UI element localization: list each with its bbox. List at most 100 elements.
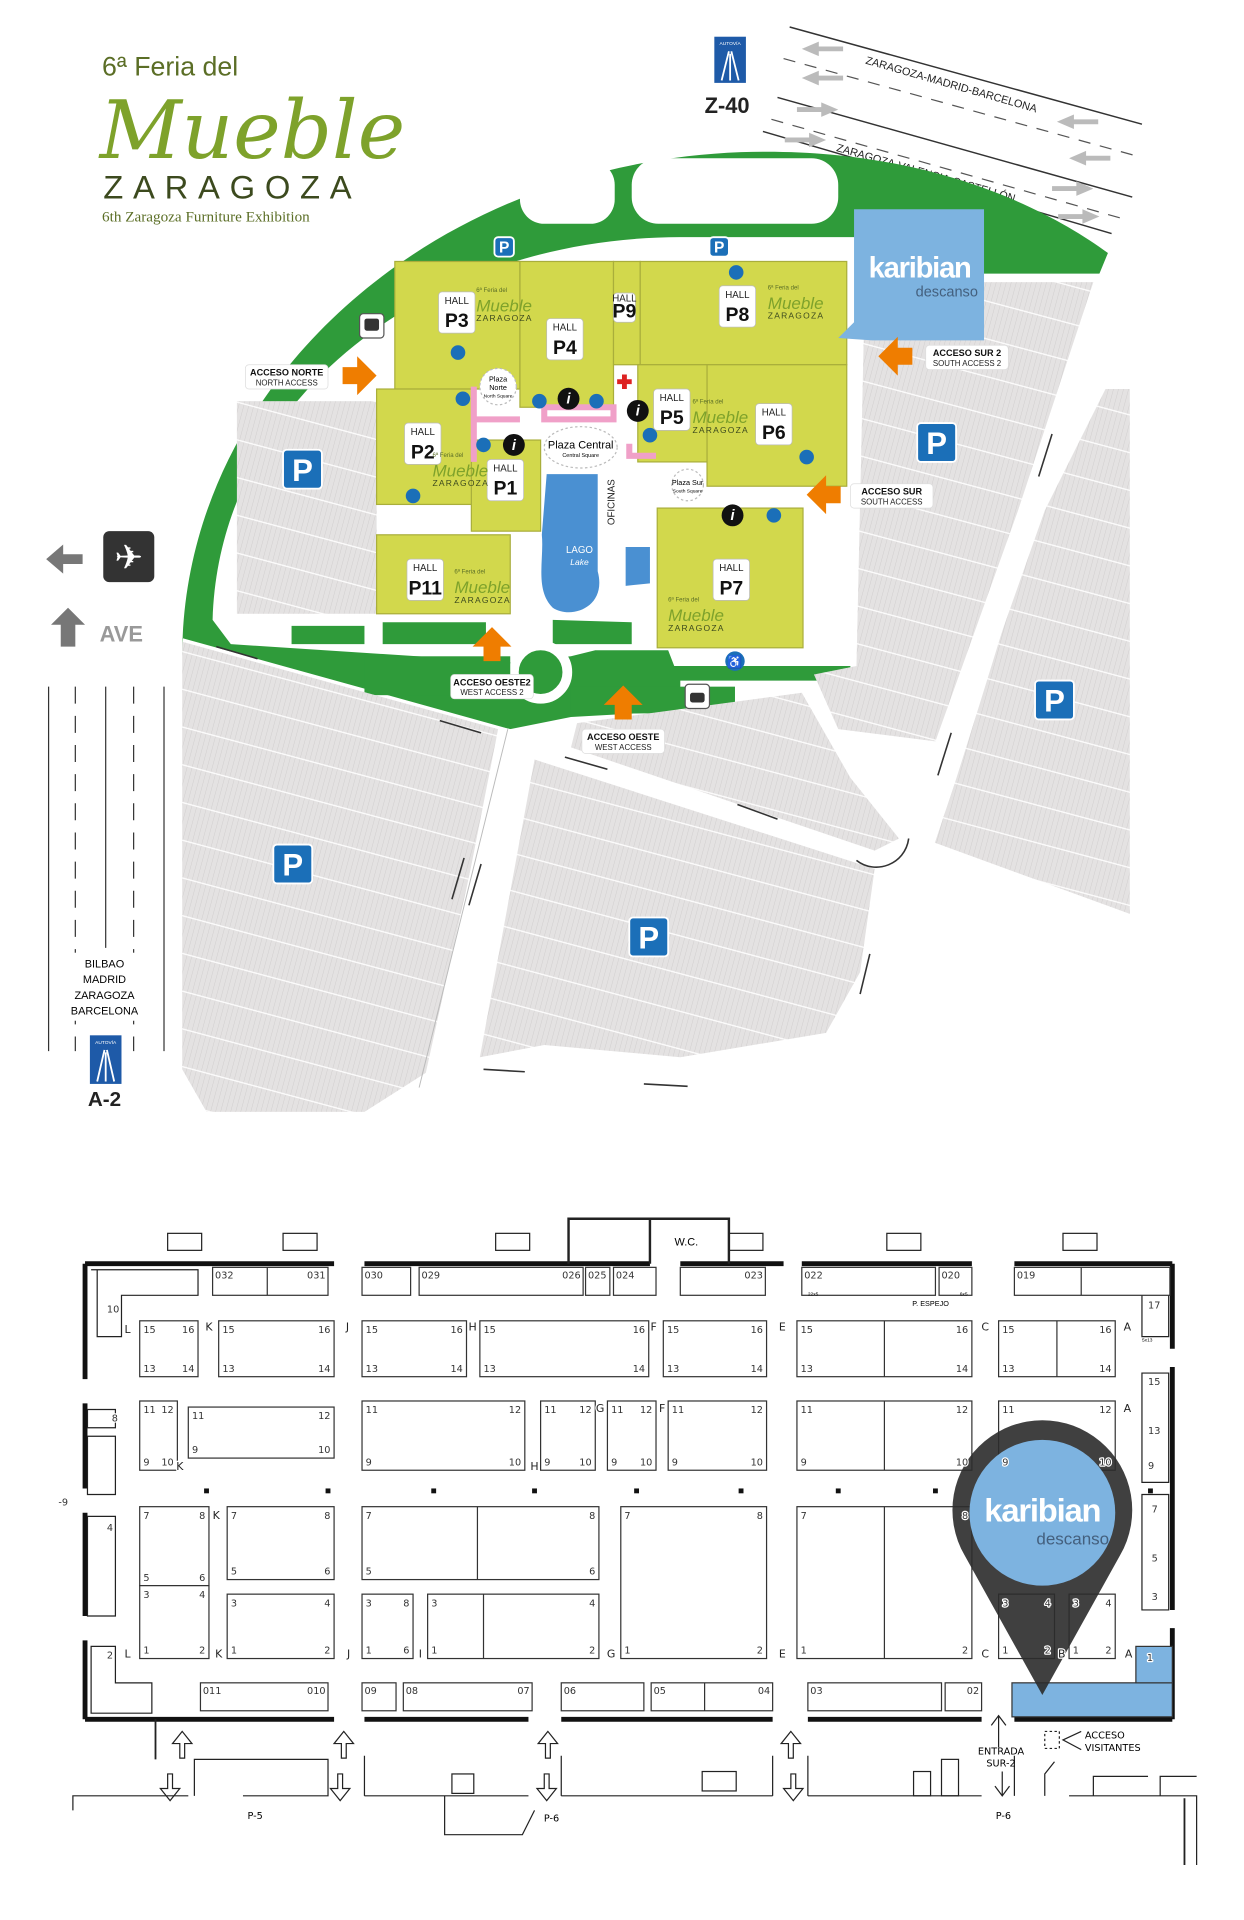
plaza-central-label: Plaza Central	[548, 440, 614, 452]
parking-sign[interactable]: P	[628, 916, 670, 958]
stand-number: 6	[403, 1646, 409, 1657]
taxi-icon	[684, 683, 711, 710]
stand-block[interactable]	[997, 1320, 1116, 1378]
hall-id: P9	[613, 300, 637, 322]
info-icon[interactable]: i	[557, 387, 580, 410]
perimeter-booth[interactable]	[361, 1266, 412, 1296]
parking-sign[interactable]: P	[272, 843, 314, 885]
perimeter-booth[interactable]	[679, 1266, 766, 1296]
booth-number: 09	[364, 1686, 376, 1697]
aisle-letter: B	[1058, 1647, 1066, 1660]
side-stand-number: 10	[107, 1304, 119, 1315]
stand-block[interactable]	[361, 1400, 526, 1471]
hall-label-box	[712, 558, 750, 601]
stand-block[interactable]	[361, 1506, 600, 1581]
perimeter-booth[interactable]	[650, 1682, 774, 1712]
booth-number: 023	[744, 1270, 763, 1281]
stand-block[interactable]	[226, 1593, 335, 1660]
stand-number: 5	[231, 1567, 237, 1578]
stand-block[interactable]	[796, 1400, 973, 1471]
perimeter-booth[interactable]	[560, 1682, 645, 1712]
perimeter-booth[interactable]	[584, 1266, 611, 1296]
hall-logo-line1: 6ª Feria del	[476, 287, 507, 294]
perimeter-booth[interactable]	[612, 1266, 657, 1296]
perimeter-booth[interactable]	[801, 1266, 937, 1296]
info-icon[interactable]: i	[502, 433, 525, 456]
parking-sign[interactable]: P	[493, 236, 515, 258]
stand-block[interactable]	[361, 1320, 468, 1378]
stand-block[interactable]	[139, 1506, 210, 1587]
stand-block[interactable]	[187, 1406, 335, 1459]
perimeter-booth[interactable]	[807, 1682, 943, 1712]
parking-sign-label: P	[714, 240, 724, 257]
hall-p2-area[interactable]	[375, 388, 475, 506]
perimeter-booth[interactable]	[1013, 1266, 1171, 1296]
stand-block[interactable]	[620, 1506, 768, 1660]
perimeter-booth[interactable]	[199, 1682, 329, 1712]
stand-block[interactable]	[667, 1400, 768, 1471]
stand-block[interactable]	[139, 1400, 178, 1471]
karibian-banner[interactable]: karibian descanso	[838, 209, 985, 341]
perimeter-booth[interactable]	[211, 1266, 329, 1296]
hall-id: P5	[660, 407, 684, 429]
perimeter-booth[interactable]	[402, 1682, 533, 1712]
stand-block[interactable]	[606, 1400, 657, 1471]
stand-number: 11	[192, 1411, 204, 1422]
arrow-up-icon	[51, 607, 86, 647]
hall-logo-city: ZARAGOZA	[668, 623, 724, 633]
karibian-stand[interactable]	[1011, 1682, 1173, 1718]
info-icon[interactable]: i	[626, 399, 649, 422]
logo-city: ZARAGOZA	[103, 168, 361, 205]
parking-sign[interactable]: P	[916, 422, 957, 463]
stand-block[interactable]	[361, 1593, 414, 1660]
parking-sign[interactable]: P	[282, 448, 323, 490]
stand-number: 12	[318, 1411, 330, 1422]
sponsor-tagline: descanso	[916, 285, 978, 301]
plaza-norte: Plaza Norte North Square	[479, 367, 517, 406]
karibian-location-pin[interactable]: karibian descanso	[952, 1420, 1133, 1695]
stand-block[interactable]	[796, 1506, 973, 1660]
perimeter-booth[interactable]	[418, 1266, 584, 1296]
parking-sign[interactable]: P	[708, 236, 730, 258]
info-icon[interactable]: i	[721, 504, 744, 527]
access-label: ACCESO OESTE2	[453, 677, 530, 687]
stand-block[interactable]	[139, 1585, 210, 1660]
stand-block[interactable]	[427, 1593, 600, 1660]
stand-block[interactable]	[479, 1320, 650, 1378]
stand-block[interactable]	[226, 1506, 335, 1581]
parking-sign[interactable]: P	[1034, 679, 1075, 721]
stand-block[interactable]	[662, 1320, 768, 1378]
stand-block[interactable]	[218, 1320, 335, 1378]
stand-block[interactable]	[539, 1400, 596, 1471]
stand-block[interactable]	[796, 1320, 973, 1378]
perimeter-booth[interactable]	[944, 1682, 983, 1712]
stand-number: 12	[640, 1405, 652, 1416]
stand-block[interactable]	[139, 1320, 199, 1378]
hall-word: HALL	[725, 290, 750, 301]
perimeter-booth[interactable]	[361, 1682, 397, 1712]
perimeter-booth[interactable]	[938, 1266, 973, 1296]
stand-number: 9	[611, 1457, 617, 1468]
plaza-sur: Plaza Sur South Square	[671, 468, 705, 502]
